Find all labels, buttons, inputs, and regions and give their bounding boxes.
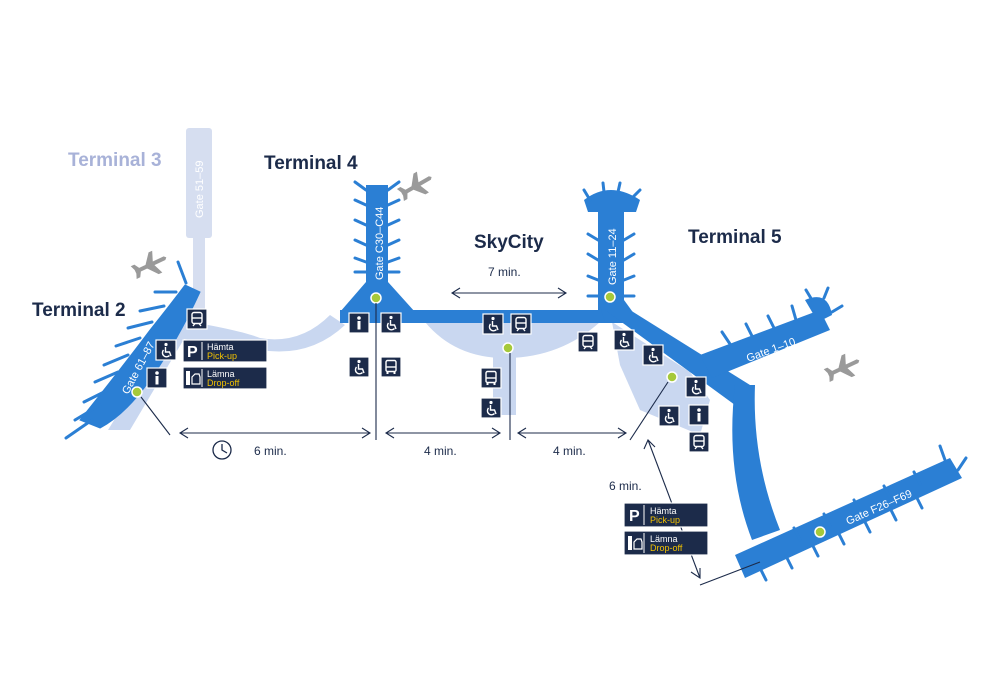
dropoff-label-en: Drop-off xyxy=(207,378,240,388)
walk-time-t4-skycity: 4 min. xyxy=(424,444,457,458)
station-dot-t2[interactable] xyxy=(131,386,143,398)
train-icon[interactable] xyxy=(688,431,710,453)
clock-icon xyxy=(212,440,232,460)
taxi-icon xyxy=(628,536,643,550)
info-icon[interactable] xyxy=(348,312,370,334)
pickup-label-sv: Hämta xyxy=(650,506,677,516)
gate-label-t5-north: Gate 11–24 xyxy=(607,228,619,285)
airplane-icon xyxy=(130,250,167,279)
pickup-label-sv: Hämta xyxy=(207,342,234,352)
gate-label-t4: Gate C30–C44 xyxy=(374,207,386,280)
dropoff-label-sv: Lämna xyxy=(650,534,678,544)
wheelchair-icon[interactable] xyxy=(482,313,504,335)
station-dot-t5[interactable] xyxy=(666,371,678,383)
terminal-5-pier-f xyxy=(735,458,962,578)
skycity-label: SkyCity xyxy=(474,232,544,253)
airplane-icon xyxy=(396,171,432,202)
terminal-3-label: Terminal 3 xyxy=(68,150,162,171)
wheelchair-icon[interactable] xyxy=(348,356,370,378)
dropoff-label-en: Drop-off xyxy=(650,543,683,553)
airplane-icons xyxy=(130,171,860,382)
terminal-5-north-fingers xyxy=(582,181,642,298)
airplane-icon xyxy=(823,353,860,382)
terminal-3-pier xyxy=(186,128,212,238)
terminal-5-pier-north xyxy=(598,195,624,310)
terminal-5-trunk xyxy=(732,385,780,540)
walk-time-skycity-top: 7 min. xyxy=(488,265,521,279)
wheelchair-icon[interactable] xyxy=(658,405,680,427)
terminal-5-pier-east xyxy=(700,310,830,378)
train-icon[interactable] xyxy=(186,308,208,330)
train-icon[interactable] xyxy=(510,313,532,335)
walk-time-t5-f: 6 min. xyxy=(609,479,642,493)
leader-line-t5 xyxy=(629,381,669,441)
bus-icon[interactable] xyxy=(380,356,402,378)
wheelchair-icon[interactable] xyxy=(685,376,707,398)
station-dot-t5-north[interactable] xyxy=(604,291,616,303)
terminal-4-label: Terminal 4 xyxy=(264,153,358,174)
bus-icon[interactable] xyxy=(480,367,502,389)
parking-panel-t2[interactable]: P Hämta Pick-up Lämna Drop-off xyxy=(182,339,268,390)
skycity-concourse xyxy=(425,322,600,358)
terminal-5-landside xyxy=(612,322,710,435)
station-dot-t5-f[interactable] xyxy=(814,526,826,538)
terminal-5-label: Terminal 5 xyxy=(688,227,782,248)
walk-time-skycity-t5: 4 min. xyxy=(553,444,586,458)
info-icon[interactable] xyxy=(146,367,168,389)
wheelchair-icon[interactable] xyxy=(642,344,664,366)
info-icon[interactable] xyxy=(688,404,710,426)
terminal-4-fingers xyxy=(353,180,401,274)
parking-panel-t5[interactable]: P Hämta Pick-up Lämna Drop-off xyxy=(623,502,709,556)
terminal-5-east-fingers xyxy=(720,286,844,346)
station-dot-skycity[interactable] xyxy=(502,342,514,354)
walk-time-t2-t4: 6 min. xyxy=(254,444,287,458)
terminal-5-diagonal xyxy=(605,310,750,405)
wheelchair-icon[interactable] xyxy=(380,312,402,334)
leader-line-t2 xyxy=(140,396,171,436)
terminal-2-label: Terminal 2 xyxy=(32,300,126,321)
parking-icon: P xyxy=(629,508,640,525)
wheelchair-icon[interactable] xyxy=(613,329,635,351)
train-icon[interactable] xyxy=(577,331,599,353)
wheelchair-icon[interactable] xyxy=(155,339,177,361)
station-dots xyxy=(131,291,826,538)
pickup-label-en: Pick-up xyxy=(650,515,680,525)
pickup-label-en: Pick-up xyxy=(207,351,237,361)
terminal-4-pier xyxy=(366,185,388,285)
station-dot-t4[interactable] xyxy=(370,292,382,304)
parking-icon: P xyxy=(187,344,198,361)
terminal-2-fingers xyxy=(64,260,188,440)
terminal-5-f-fingers xyxy=(758,444,968,582)
leader-line-t5-f xyxy=(699,561,761,586)
dropoff-label-sv: Lämna xyxy=(207,369,235,379)
terminal-5-pier-east-head xyxy=(805,297,832,322)
wheelchair-icon[interactable] xyxy=(480,397,502,419)
taxi-icon xyxy=(186,371,201,385)
terminal-2-pier xyxy=(79,284,201,429)
terminal-5-pier-north-head xyxy=(584,190,640,212)
gate-label-t3: Gate 51–59 xyxy=(194,161,206,219)
